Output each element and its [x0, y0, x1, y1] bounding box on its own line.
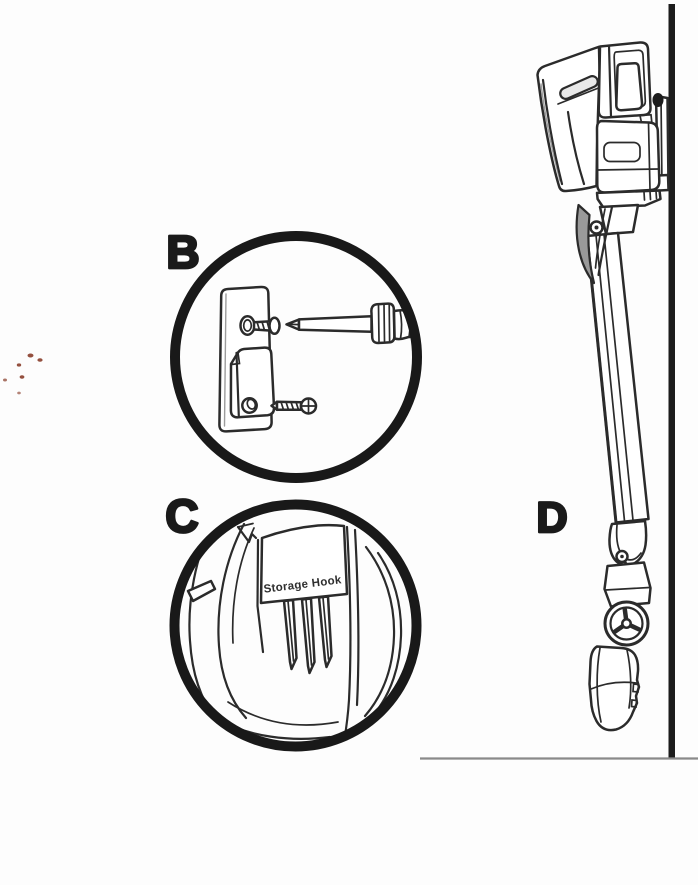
- storage-hook-plate: Storage Hook: [256, 523, 349, 654]
- hook-prongs: [282, 595, 333, 675]
- wall-line: [668, 4, 675, 759]
- step-label-b: B: [166, 226, 199, 278]
- body-contour-right: [342, 525, 360, 742]
- swivel-wheel-icon: [603, 600, 650, 647]
- wand-end-joint: [603, 519, 652, 608]
- ink-specks: [3, 353, 43, 395]
- wand-tube: [585, 231, 650, 524]
- detail-circle-b: [170, 231, 422, 483]
- floor-head: [588, 645, 641, 732]
- hook-lip-notch: [236, 522, 258, 544]
- cyclone-cone: [615, 61, 644, 112]
- hook-arch: [575, 203, 614, 285]
- lower-screw-icon: [270, 397, 318, 415]
- circle-c-ring: [169, 499, 422, 752]
- body-contour-far-right: [363, 545, 403, 718]
- handle-grip-slot: [559, 75, 599, 100]
- stick-vacuum-illustration: [536, 41, 670, 732]
- duct: [598, 203, 640, 236]
- upper-screw-icon: [252, 316, 281, 336]
- bracket-hook-knob: [652, 93, 664, 107]
- plate-screw-hole: [239, 315, 256, 336]
- step-label-c: C: [165, 490, 198, 542]
- plate-hook: [229, 346, 276, 419]
- dust-bin: [595, 119, 662, 209]
- step-label-d: D: [536, 494, 567, 542]
- vacuum-handle-body: [536, 45, 602, 193]
- side-clip: [186, 579, 217, 603]
- circle-b-ring: [170, 231, 422, 483]
- detail-circle-c: Storage Hook: [169, 499, 422, 752]
